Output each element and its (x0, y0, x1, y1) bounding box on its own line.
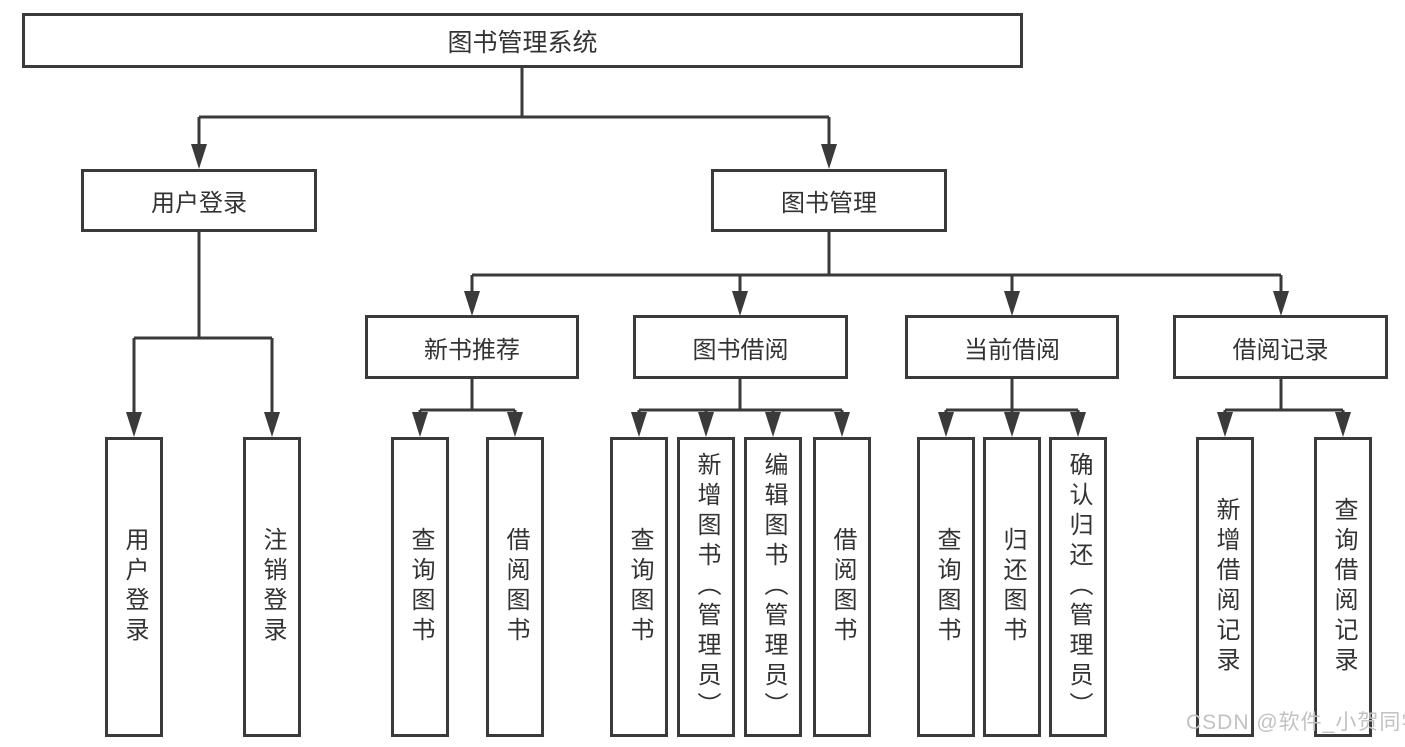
node-new-book-recommend: 新书推荐 (365, 315, 579, 379)
node-label: 用户登录 (151, 190, 247, 217)
node-label: 确认归还（管理员） (1065, 452, 1092, 722)
node-system-root: 图书管理系统 (22, 13, 1023, 68)
csdn-watermark: CSDN @软件_小贺同学 (1186, 711, 1405, 734)
leaf-logout: 注销登录 (243, 437, 301, 737)
leaf-query-books-borrow: 查询图书 (610, 437, 668, 737)
node-label: 新书推荐 (424, 336, 520, 364)
leaf-add-borrow-record: 新增借阅记录 (1196, 437, 1254, 737)
node-label: 借阅图书 (829, 527, 856, 647)
leaf-query-books-recommend: 查询图书 (391, 437, 449, 737)
node-label: 查询借阅记录 (1330, 497, 1357, 677)
node-label: 查询图书 (407, 527, 434, 647)
leaf-edit-book-admin: 编辑图书（管理员） (744, 437, 802, 737)
node-label: 借阅图书 (502, 527, 529, 647)
leaf-add-book-admin: 新增图书（管理员） (677, 437, 735, 737)
node-label: 归还图书 (999, 527, 1026, 647)
node-label: 查询图书 (626, 527, 653, 647)
node-label: 图书管理系统 (447, 28, 598, 57)
leaf-borrow-books-recommend: 借阅图书 (486, 437, 544, 737)
node-label: 查询图书 (933, 527, 960, 647)
node-book-borrow: 图书借阅 (633, 315, 848, 379)
leaf-confirm-return-admin: 确认归还（管理员） (1049, 437, 1107, 737)
node-current-borrow: 当前借阅 (905, 315, 1119, 379)
node-label: 新增借阅记录 (1212, 497, 1239, 677)
node-borrow-records: 借阅记录 (1173, 315, 1388, 379)
node-user-login: 用户登录 (81, 169, 317, 232)
leaf-user-login: 用户登录 (105, 437, 163, 737)
node-book-management: 图书管理 (711, 169, 947, 232)
leaf-query-borrow-record: 查询借阅记录 (1314, 437, 1372, 737)
node-label: 借阅记录 (1232, 336, 1329, 364)
node-label: 图书管理 (781, 190, 877, 217)
node-label: 用户登录 (121, 527, 148, 647)
node-label: 图书借阅 (692, 336, 789, 364)
node-label: 新增图书（管理员） (693, 452, 720, 722)
node-label: 编辑图书（管理员） (760, 452, 787, 722)
node-label: 注销登录 (259, 527, 286, 647)
leaf-borrow-books-borrow: 借阅图书 (813, 437, 871, 737)
leaf-query-books-current: 查询图书 (917, 437, 975, 737)
node-label: 当前借阅 (964, 336, 1060, 364)
leaf-return-books: 归还图书 (983, 437, 1041, 737)
